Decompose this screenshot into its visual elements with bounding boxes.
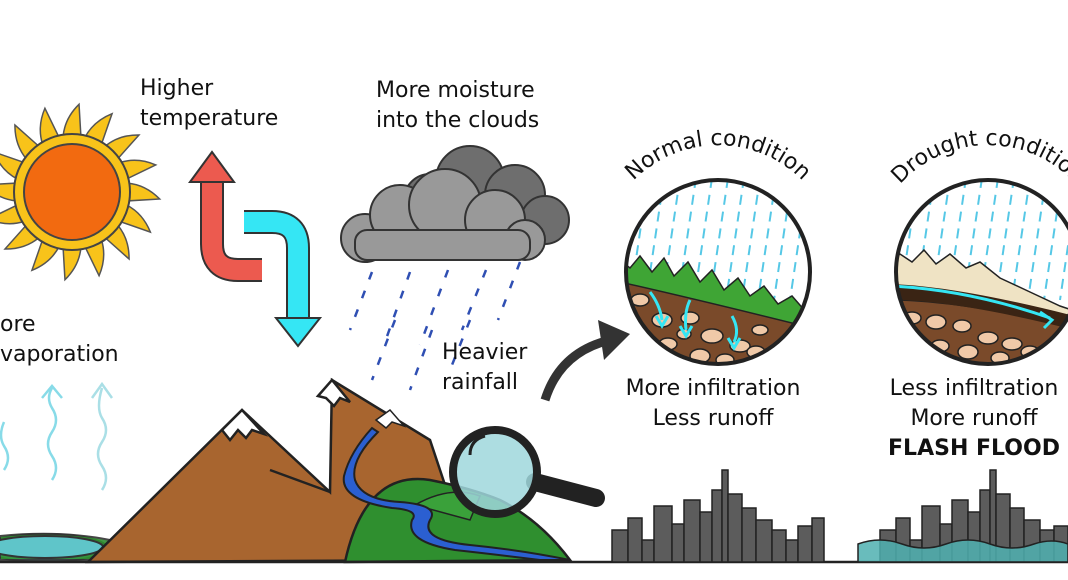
heavier-rainfall-label: Heavier rainfall <box>442 340 528 395</box>
sun-ray <box>39 106 61 146</box>
rain-drop <box>370 319 397 381</box>
sun-ray <box>83 238 105 278</box>
more-moisture-label: More moisture into the clouds <box>376 78 540 133</box>
cooling-arrow-icon <box>244 210 323 348</box>
higher-temperature-label: Higher temperature <box>140 76 279 131</box>
flash-flood-label: FLASH FLOOD <box>888 436 1060 461</box>
flood-water <box>857 539 1068 563</box>
rain-drop <box>496 261 522 321</box>
pebble <box>751 324 769 336</box>
pebble <box>1001 337 1023 351</box>
drought-result-label: Less infiltration More runoff FLASH FLOO… <box>880 374 1068 464</box>
pebble <box>1036 354 1054 364</box>
cloud-icon <box>340 145 570 263</box>
normal-condition-title: Normal condition <box>621 126 816 185</box>
rain-drop <box>418 269 450 346</box>
sun-ray <box>118 159 158 181</box>
pointer-arrow-icon <box>540 320 630 402</box>
sun-ray <box>62 102 82 138</box>
rain-drop <box>348 271 374 331</box>
pebble <box>977 331 999 345</box>
warming-arrow-icon <box>188 150 262 282</box>
svg-text:Normal condition: Normal condition <box>621 126 816 185</box>
normal-result-label: More infiltration Less runoff <box>625 376 801 431</box>
rain-drops <box>348 261 522 391</box>
sun-ray <box>62 246 82 282</box>
rain-streak <box>725 180 745 301</box>
rain-streak <box>1059 180 1068 301</box>
pebble <box>957 344 979 360</box>
pebble <box>925 314 947 330</box>
pebble <box>952 319 972 333</box>
sun-ray <box>126 182 162 202</box>
rain-streak <box>1011 180 1031 301</box>
more-evaporation-label: ore vaporation <box>0 312 119 367</box>
city-skyline-flooded <box>857 469 1068 563</box>
city-skyline-normal <box>611 469 825 563</box>
sun-ray <box>0 182 18 202</box>
evaporation-arrows <box>0 381 114 491</box>
rain-drop <box>448 319 472 371</box>
rain-drop <box>383 271 412 343</box>
pebble <box>680 311 700 325</box>
rain-streak <box>741 180 761 301</box>
sun-icon <box>0 102 162 282</box>
pebble <box>700 328 724 344</box>
river <box>342 426 571 561</box>
rain-drop <box>408 329 434 391</box>
normal-condition-circle: Normal condition <box>621 126 840 366</box>
rain-streak <box>822 178 840 300</box>
drought-condition-circle: Drought condition <box>887 126 1068 366</box>
magnifier-icon <box>449 426 605 518</box>
rain-drop <box>460 269 488 331</box>
